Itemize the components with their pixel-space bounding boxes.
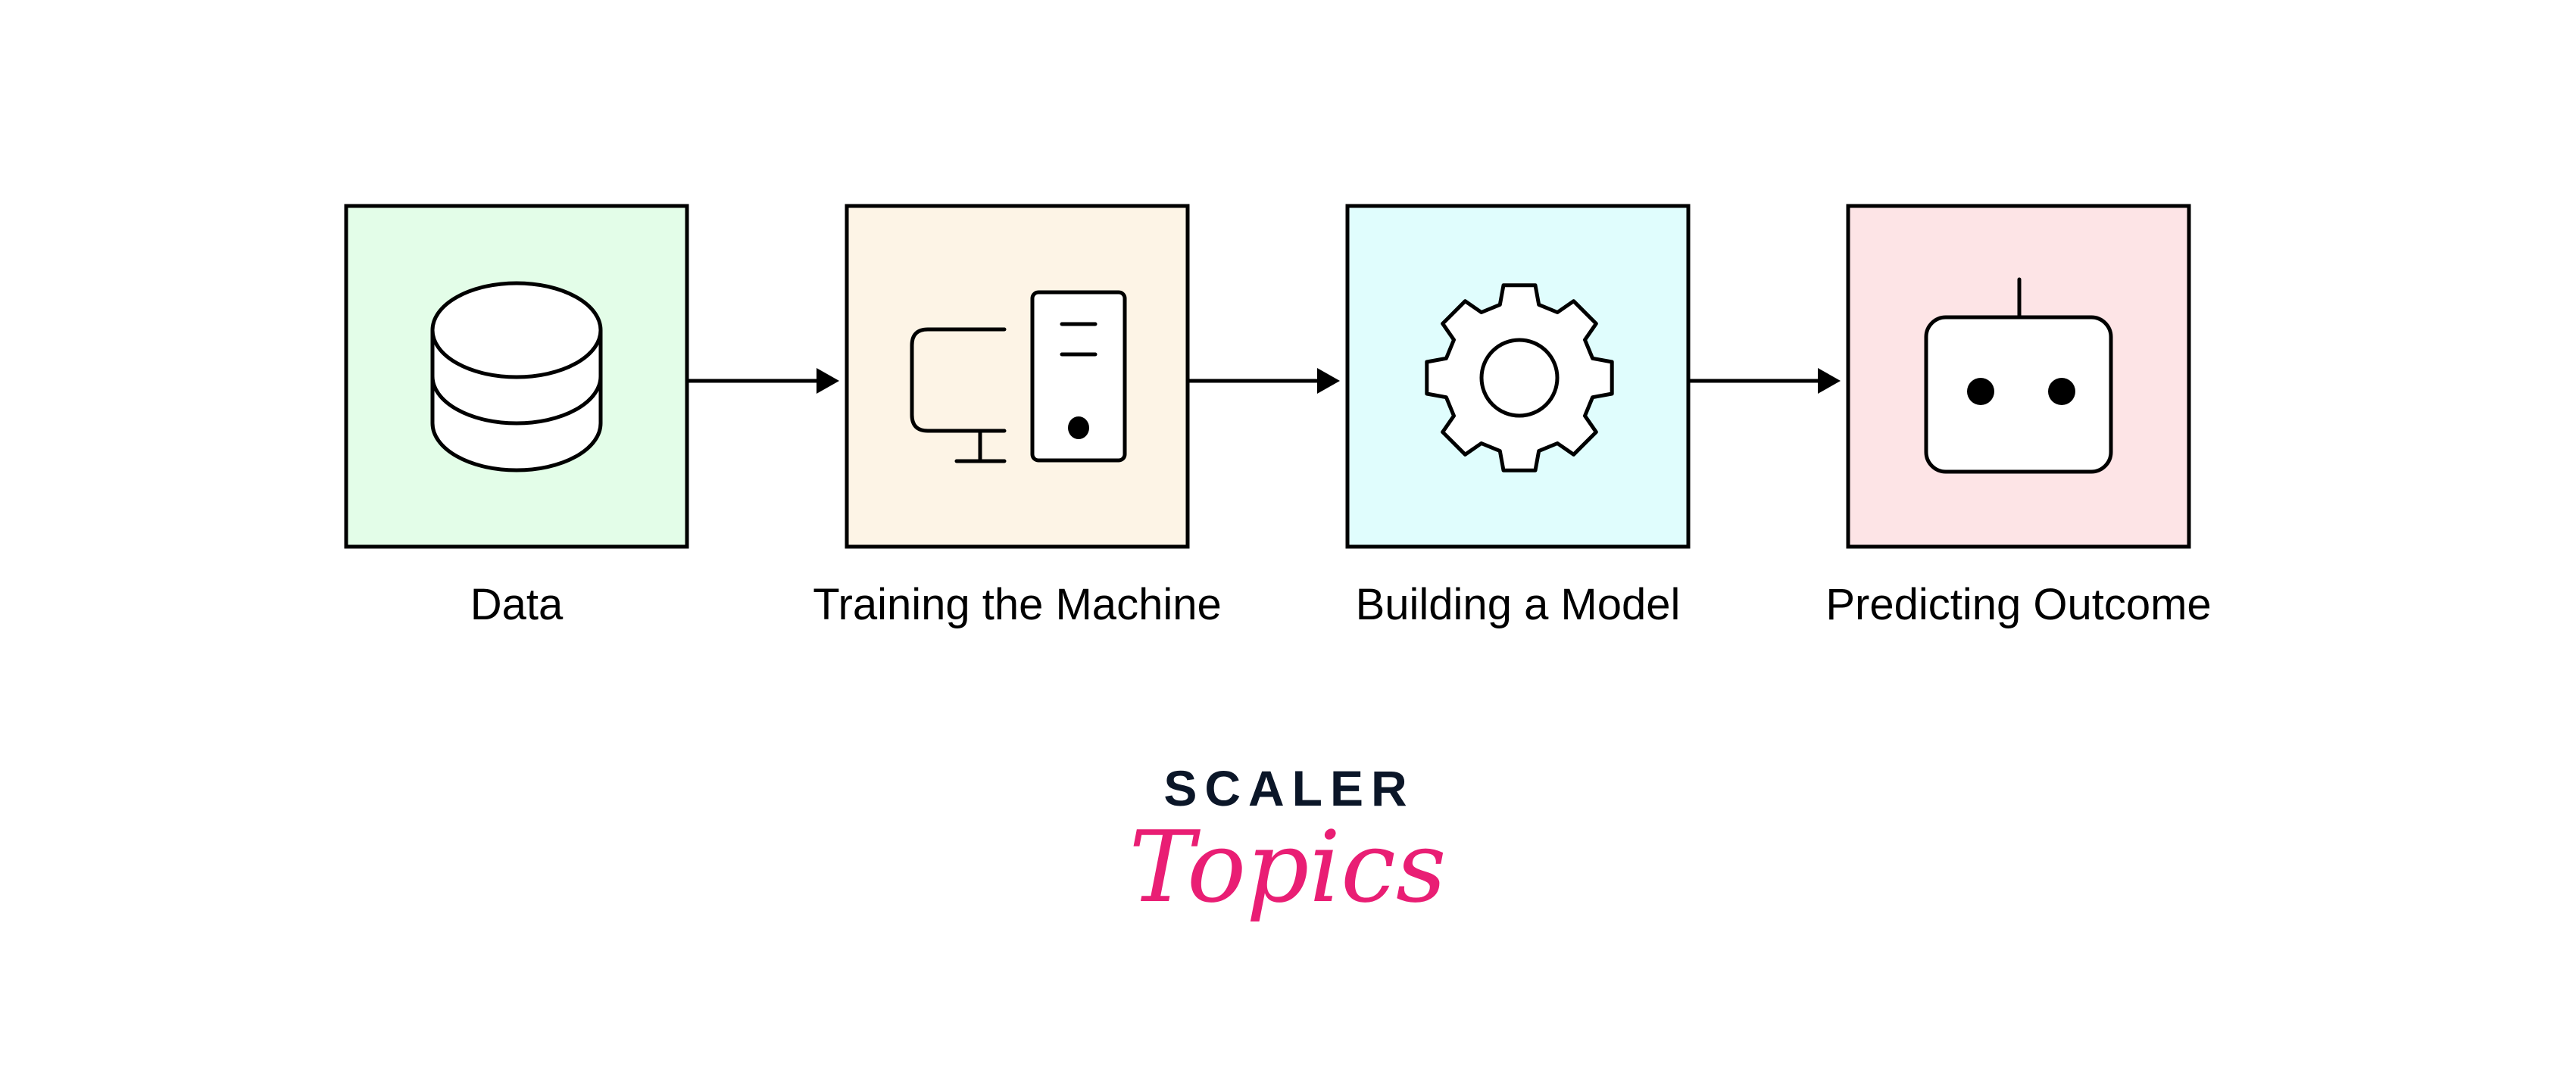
scaler-topics-logo: SCALER Topics xyxy=(1129,760,1446,925)
step-label-model: Building a Model xyxy=(1356,580,1681,629)
logo-scaler-text: SCALER xyxy=(1163,760,1414,816)
step-label-predicting: Predicting Outcome xyxy=(1825,580,2211,629)
arrow-3 xyxy=(1688,368,1841,394)
arrow-1 xyxy=(687,368,839,394)
arrow-2 xyxy=(1188,368,1340,394)
step-label-data: Data xyxy=(470,580,564,629)
logo-topics-text: Topics xyxy=(1129,809,1446,925)
step-label-training: Training the Machine xyxy=(813,580,1221,629)
robot-icon xyxy=(1924,277,2113,474)
computer-icon xyxy=(910,290,1127,463)
gear-icon xyxy=(1425,283,1614,472)
database-icon xyxy=(430,281,603,472)
step-box-training xyxy=(845,204,1190,549)
